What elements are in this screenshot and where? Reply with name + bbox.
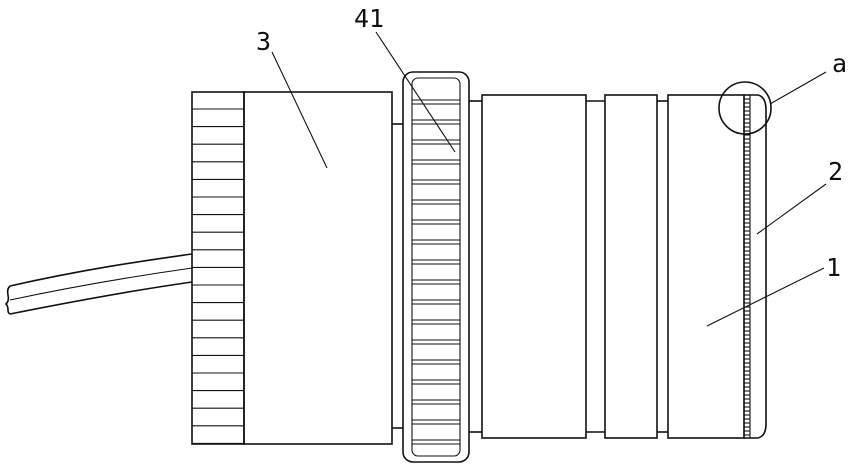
label-a: a bbox=[832, 49, 847, 78]
knurl-ring bbox=[403, 72, 469, 462]
label-41: 41 bbox=[354, 4, 384, 33]
label-3: 3 bbox=[256, 27, 271, 56]
leader-3 bbox=[272, 52, 327, 168]
leader-a bbox=[770, 72, 826, 104]
neck-4 bbox=[657, 101, 668, 432]
detail-circle bbox=[719, 82, 771, 134]
rear-housing bbox=[244, 92, 392, 444]
body-segment-3 bbox=[668, 95, 744, 438]
neck-1 bbox=[392, 124, 403, 428]
sleeve bbox=[744, 95, 766, 438]
label-2: 2 bbox=[828, 157, 843, 186]
body-segment-2 bbox=[605, 95, 657, 438]
rear-knurl-grip bbox=[192, 92, 244, 444]
body-segment-1 bbox=[482, 95, 586, 438]
label-1: 1 bbox=[826, 253, 841, 282]
cable bbox=[6, 254, 192, 314]
neck-2 bbox=[469, 101, 482, 432]
leader-2 bbox=[757, 184, 826, 234]
neck-3 bbox=[586, 101, 605, 432]
